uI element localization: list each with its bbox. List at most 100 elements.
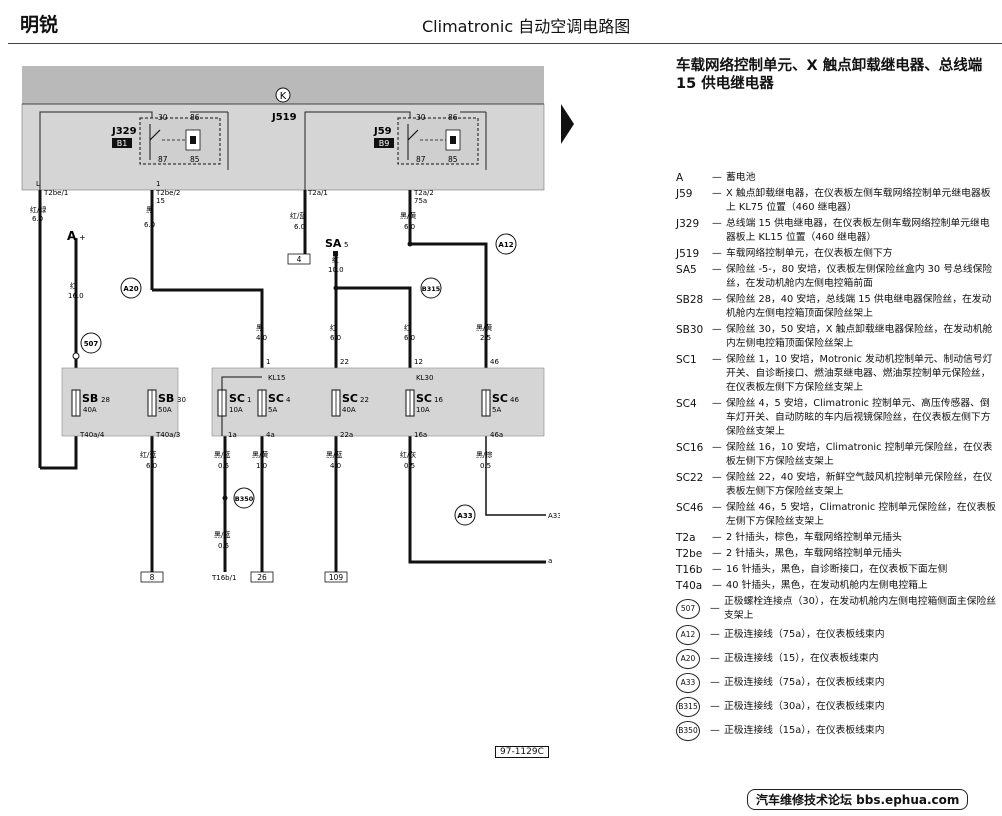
legend-connector-item: B315—正极连接线（30a），在仪表板线束内 [676, 695, 998, 719]
relay-j329-box [139, 117, 221, 165]
legend-dash: — [712, 548, 722, 559]
legend-code: SC22 [676, 472, 704, 484]
svg-text:5A: 5A [268, 406, 277, 414]
legend-text: 正极连接线（75a），在仪表板线束内 [724, 677, 885, 688]
svg-text:SB: SB [158, 392, 174, 405]
legend-text: 正极连接线（30a），在仪表板线束内 [724, 701, 885, 712]
legend-code: SB28 [676, 294, 704, 306]
legend-dash: — [712, 324, 722, 335]
legend-dash: — [712, 188, 722, 199]
svg-text:30: 30 [416, 113, 426, 122]
svg-text:黑/黄: 黑/黄 [400, 211, 416, 220]
legend-text: 保险丝 4，5 安培，Climatronic 控制单元、高压传感器、倒车灯开关、… [726, 398, 991, 437]
svg-text:87: 87 [416, 155, 426, 164]
svg-text:10A: 10A [229, 406, 243, 414]
svg-text:6.0: 6.0 [294, 223, 305, 231]
svg-text:B350: B350 [235, 495, 254, 503]
svg-text:1a: 1a [228, 431, 237, 439]
legend-dash: — [712, 294, 722, 305]
svg-text:10A: 10A [416, 406, 430, 414]
svg-text:6.0: 6.0 [330, 334, 341, 342]
svg-text:26: 26 [257, 573, 267, 582]
svg-text:KL15: KL15 [268, 374, 285, 382]
svg-text:85: 85 [448, 155, 458, 164]
legend-item: SC46—保险丝 46，5 安培，Climatronic 控制单元保险丝，在仪表… [676, 501, 998, 529]
legend-text: 保险丝 28，40 安培，总线端 15 供电继电器保险丝，在发动机舱内左侧电控箱… [726, 294, 992, 319]
svg-text:A33: A33 [457, 512, 472, 520]
legend-item: A—蓄电池 [676, 171, 998, 185]
legend-code: SC1 [676, 354, 697, 366]
svg-text:10.0: 10.0 [328, 266, 344, 274]
svg-text:黑/蓝: 黑/蓝 [326, 450, 342, 459]
legend-item: T16b—16 针插头，黑色，自诊断接口，在仪表板下面左侧 [676, 563, 998, 577]
svg-text:6.0: 6.0 [404, 334, 415, 342]
page-title: Climatronic 自动空调电路图 [422, 17, 631, 36]
legend-text: 2 针插头，黑色，车载网络控制单元插头 [726, 548, 902, 559]
svg-text:黑/蓝: 黑/蓝 [214, 530, 230, 539]
relay-j59-label: J59 [373, 126, 392, 137]
svg-text:SC: SC [229, 392, 245, 405]
legend-item: SB28 — 保险丝 28，40 安培，总线端 15 供电继电器保险丝，在发动机舱内… [676, 293, 998, 321]
legend-item: SC16—保险丝 16，10 安培，Climatronic 控制单元保险丝，在仪… [676, 441, 998, 469]
legend-connector-circle: A33 [676, 673, 700, 693]
relay-j59-box [397, 117, 479, 165]
next-page-arrow-icon [561, 104, 574, 144]
svg-text:T2be/1: T2be/1 [43, 189, 68, 197]
legend-text: 40 针插头，黑色，在发动机舱内左侧电控箱上 [726, 580, 928, 591]
legend-dash: — [710, 629, 720, 640]
legend-item: J59—X 触点卸载继电器，在仪表板左侧车载网络控制单元继电器板上 KL75 位… [676, 187, 998, 215]
svg-text:28: 28 [101, 396, 110, 404]
svg-text:22a: 22a [340, 431, 353, 439]
svg-text:1: 1 [266, 358, 270, 366]
legend-text: 蓄电池 [726, 172, 756, 183]
svg-text:30: 30 [177, 396, 186, 404]
svg-text:红/蓝: 红/蓝 [290, 211, 306, 220]
svg-text:46: 46 [490, 358, 499, 366]
legend-connector-circle: 507 [676, 599, 700, 619]
svg-text:30: 30 [158, 113, 168, 122]
svg-text:16a: 16a [414, 431, 427, 439]
svg-text:红/蓝: 红/蓝 [140, 450, 156, 459]
legend-text: 保险丝 1，10 安培，Motronic 发动机控制单元、制动信号灯开关、自诊断… [726, 354, 993, 393]
svg-text:5: 5 [344, 241, 348, 249]
connector-a33: A33 [454, 504, 476, 526]
svg-text:+: + [79, 233, 86, 242]
legend-item: SC1—保险丝 1，10 安培，Motronic 发动机控制单元、制动信号灯开关… [676, 353, 998, 395]
svg-text:T2a/2: T2a/2 [413, 189, 434, 197]
connector-a20: A20 [120, 277, 142, 299]
legend-dash: — [710, 677, 720, 688]
legend-connector-item: A33 — 正极连接线（75a），在仪表板线束内 [676, 671, 998, 695]
svg-text:40A: 40A [83, 406, 97, 414]
svg-text:0.5: 0.5 [404, 462, 415, 470]
svg-text:0.5: 0.5 [218, 542, 229, 550]
legend-text: 正极连接线（75a），在仪表板线束内 [724, 629, 885, 640]
connector-b350: B350 [233, 487, 255, 509]
svg-text:4.0: 4.0 [330, 462, 341, 470]
svg-text:507: 507 [84, 340, 99, 348]
brand-title: 明锐 [20, 14, 59, 36]
svg-text:T16b/1: T16b/1 [211, 574, 236, 582]
svg-text:87: 87 [158, 155, 168, 164]
svg-text:红: 红 [332, 255, 339, 264]
svg-text:50A: 50A [158, 406, 172, 414]
svg-text:红: 红 [404, 323, 411, 332]
svg-text:40A: 40A [342, 406, 356, 414]
panel-title: 车载网络控制单元、X 触点卸载继电器、总线端 15 供电继电器 [676, 58, 983, 92]
legend-code: SA5 [676, 264, 697, 276]
footer-watermark: 汽车维修技术论坛 bbs.ephua.com [747, 789, 969, 810]
svg-text:红/灰: 红/灰 [400, 450, 416, 459]
svg-text:86: 86 [190, 113, 200, 122]
svg-text:6.0: 6.0 [144, 221, 155, 229]
legend-connector-item: A20—正极连接线（15），在仪表板线束内 [676, 647, 998, 671]
legend-code: T2a [676, 532, 696, 544]
legend-connector-item: A12—正极连接线（75a），在仪表板线束内 [676, 623, 998, 647]
legend-code: SC16 [676, 442, 704, 454]
svg-text:红: 红 [70, 281, 77, 290]
svg-text:109: 109 [329, 573, 344, 582]
svg-text:86: 86 [448, 113, 458, 122]
legend-code: SB30 [676, 324, 704, 336]
connector-b315: B315 [420, 277, 442, 299]
svg-text:5A: 5A [492, 406, 501, 414]
relay-j329-badge: B1 [117, 139, 128, 148]
connector-a12: A12 [495, 233, 517, 255]
